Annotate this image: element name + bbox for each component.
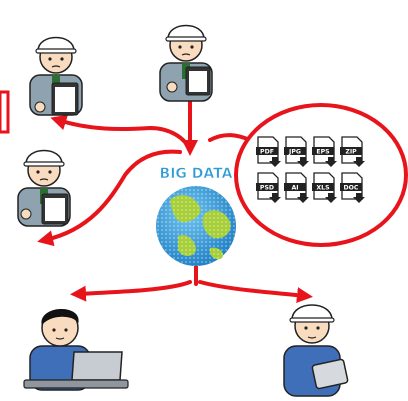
file-label: JPG xyxy=(288,149,301,156)
file-label: ZIP xyxy=(345,149,357,156)
file-label: EPS xyxy=(316,149,329,156)
file-icon-doc: DOC xyxy=(340,172,365,203)
file-icons: PDF JPG EPS ZIP PSD xyxy=(256,136,365,203)
file-label: PSD xyxy=(260,185,274,192)
tablet-icon xyxy=(311,358,349,390)
file-label: PDF xyxy=(260,149,274,156)
file-label: AI xyxy=(291,185,298,192)
file-icon-xls: XLS xyxy=(312,172,337,203)
worker-top-center xyxy=(159,24,213,102)
worker-top-left xyxy=(29,36,83,116)
file-icon-psd: PSD xyxy=(256,172,281,203)
arrow-top-left-worker xyxy=(50,114,192,152)
file-icon-zip: ZIP xyxy=(340,136,365,167)
big-data-label: BIG DATA xyxy=(160,166,233,182)
file-icon-eps: EPS xyxy=(312,136,337,167)
big-data-globe: BIG DATA xyxy=(156,166,236,266)
arrow-mid-left-worker xyxy=(37,149,182,247)
file-label: DOC xyxy=(344,185,359,192)
left-edge-mark xyxy=(0,90,10,134)
file-icon-jpg: JPG xyxy=(284,136,309,167)
office-worker-laptop xyxy=(23,309,129,391)
file-label: XLS xyxy=(316,185,329,192)
worker-mid-left xyxy=(17,149,71,227)
file-icon-pdf: PDF xyxy=(256,136,281,167)
laptop-icon xyxy=(71,351,123,381)
arrow-bottom-right xyxy=(198,280,313,304)
worker-tablet xyxy=(283,304,349,397)
file-icon-ai: AI xyxy=(284,172,309,203)
arrow-to-files xyxy=(208,133,252,142)
arrow-bottom-left xyxy=(70,280,192,302)
